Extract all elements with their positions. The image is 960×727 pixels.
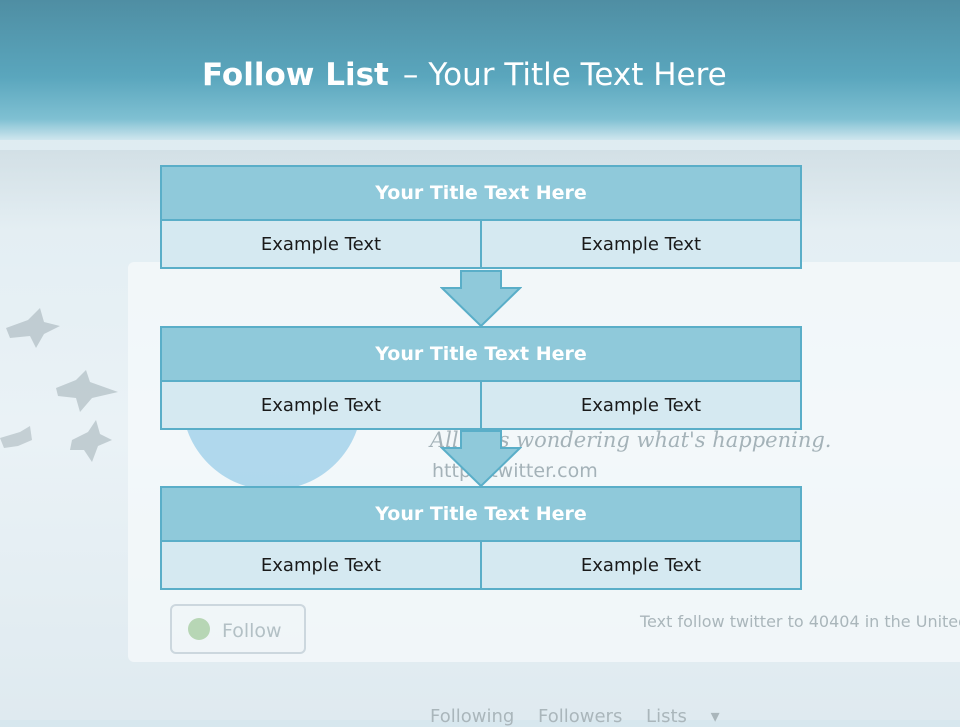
background-birds-icon (0, 308, 118, 462)
slide-title-rest: Your Title Text Here (428, 57, 727, 93)
slide-title: Follow List–Your Title Text Here (202, 52, 727, 98)
slide-title-bold: Follow List (202, 57, 389, 93)
background-follow-button: Follow (170, 604, 306, 654)
flow-block: Your Title Text Here Example Text Exampl… (160, 165, 802, 271)
block-title: Your Title Text Here (160, 165, 802, 221)
header-band (0, 0, 960, 140)
block-row: Example Text Example Text (160, 540, 802, 590)
flow-block: Your Title Text Here Example Text Exampl… (160, 326, 802, 432)
block-cell-right: Example Text (480, 219, 802, 269)
block-row: Example Text Example Text (160, 219, 802, 269)
down-arrow-icon (440, 430, 522, 488)
flow-block: Your Title Text Here Example Text Exampl… (160, 486, 802, 592)
background-follow-label: Follow (222, 620, 282, 642)
block-cell-right: Example Text (480, 380, 802, 430)
background-sms-text: Text follow twitter to 40404 in the Unit… (640, 612, 960, 631)
block-title: Your Title Text Here (160, 326, 802, 382)
background-tabs: Following Followers Lists ▾ (430, 706, 720, 727)
down-arrow-icon (440, 270, 522, 328)
block-row: Example Text Example Text (160, 380, 802, 430)
block-cell-right: Example Text (480, 540, 802, 590)
block-cell-left: Example Text (160, 219, 482, 269)
plus-icon (188, 618, 210, 640)
block-cell-left: Example Text (160, 380, 482, 430)
block-title: Your Title Text Here (160, 486, 802, 542)
block-cell-left: Example Text (160, 540, 482, 590)
slide-title-dash: – (402, 57, 419, 93)
